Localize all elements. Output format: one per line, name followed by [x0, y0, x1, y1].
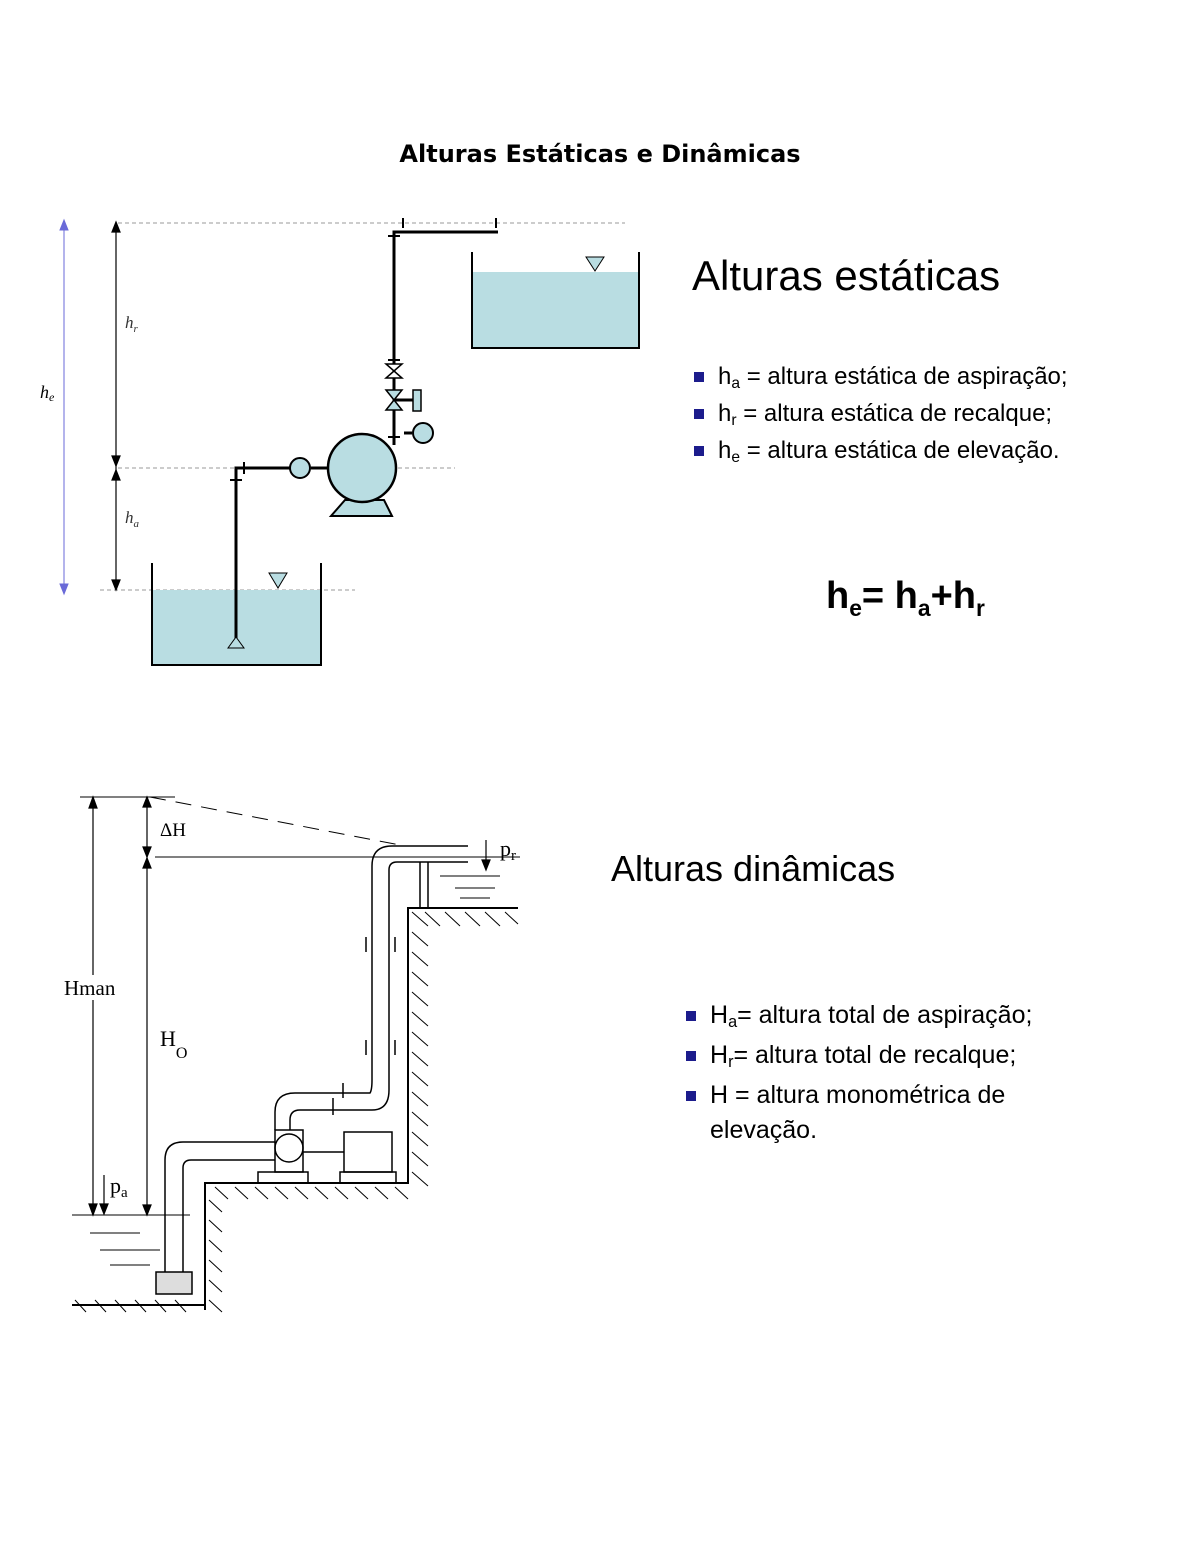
he-dimension	[59, 218, 69, 596]
page-title: Alturas Estáticas e Dinâmicas	[399, 140, 801, 168]
static-height-formula: he= ha+hr	[826, 575, 985, 621]
list-item: hr = altura estática de recalque;	[692, 395, 1068, 432]
hr-ha-dimension	[111, 220, 121, 592]
bullet-icon	[694, 446, 704, 456]
foot-valve	[227, 636, 245, 649]
ho-label: HO	[160, 1026, 187, 1062]
upper-tank	[471, 252, 640, 349]
gate-valve	[384, 389, 422, 412]
list-item: Hr= altura total de recalque;	[684, 1038, 1104, 1073]
water-dashes	[90, 875, 500, 1266]
dynamic-list: Ha= altura total de aspiração; Hr= altur…	[684, 998, 1104, 1153]
dynamic-heading: Alturas dinâmicas	[611, 848, 896, 889]
hman-label: Hman	[64, 976, 116, 1000]
list-item: he = altura estática de elevação.	[692, 432, 1068, 469]
hman-dimension	[88, 795, 98, 1217]
pump	[326, 432, 398, 517]
hatching	[74, 911, 519, 1313]
dynamic-piping	[155, 845, 468, 1295]
bullet-icon	[686, 1091, 696, 1101]
discharge-gauge	[412, 422, 434, 444]
static-list: ha = altura estática de aspiração; hr = …	[692, 358, 1068, 469]
list-item: H = altura monométrica de elevação.	[684, 1078, 1104, 1148]
bullet-icon	[694, 372, 704, 382]
bullet-icon	[694, 409, 704, 419]
bullet-icon	[686, 1011, 696, 1021]
pressure-arrows	[99, 840, 491, 1216]
ho-dimension	[142, 795, 152, 1217]
static-heading: Alturas estáticas	[692, 252, 1001, 299]
ground-steps	[72, 907, 518, 1310]
pa-label: pa	[110, 1173, 128, 1201]
delta-h-label: ΔH	[160, 820, 186, 841]
pr-label: pr	[500, 836, 516, 864]
suction-gauge	[289, 457, 311, 479]
head-lines	[72, 796, 520, 1216]
list-item: ha = altura estática de aspiração;	[692, 358, 1068, 395]
list-item: Ha= altura total de aspiração;	[684, 998, 1104, 1033]
pipe-flanges	[230, 218, 497, 481]
bullet-icon	[686, 1051, 696, 1061]
check-valve	[384, 363, 404, 379]
